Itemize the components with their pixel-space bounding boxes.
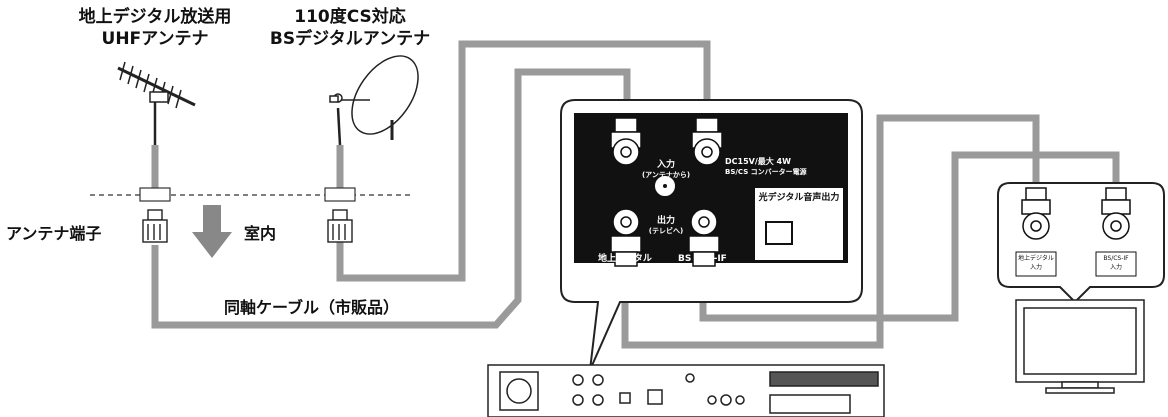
panel-bs-label: BS・CS-IF xyxy=(678,254,727,264)
uhf-antenna-title: 地上デジタル放送用 UHFアンテナ xyxy=(55,6,255,50)
panel-input-terrestrial-connector xyxy=(610,117,642,166)
terrestrial-terminal-connector xyxy=(142,209,168,243)
uhf-antenna-title-line2: UHFアンテナ xyxy=(101,29,209,49)
tv-bs-label-box xyxy=(1095,251,1137,277)
coax-cable-label: 同軸ケーブル（市販品） xyxy=(224,298,400,317)
uhf-antenna-icon xyxy=(117,61,196,145)
bs-wall-box xyxy=(324,187,356,202)
antenna-terminal-label: アンテナ端子 xyxy=(6,224,102,243)
tv-bs-input-line2: 入力 xyxy=(1109,264,1122,271)
panel-output-terrestrial-connector xyxy=(610,208,642,267)
tv-terrestrial-input-line2: 入力 xyxy=(1029,264,1042,271)
bs-antenna-title-line2: BSデジタルアンテナ xyxy=(269,29,431,49)
bs-antenna-title-line1: 110度CS対応 xyxy=(294,7,406,27)
panel-output-title: 出力 xyxy=(656,216,675,226)
panel-input-label: 入力 (アンテナから) xyxy=(636,160,696,180)
panel-output-subtitle: (テレビへ) xyxy=(648,227,684,235)
cable-terrestrial-terminal-to-input xyxy=(151,68,631,329)
tv-terrestrial-connector xyxy=(1021,187,1051,240)
recorder-icon xyxy=(487,364,885,417)
panel-output-label: 出力 (テレビへ) xyxy=(636,216,696,236)
bs-antenna-title: 110度CS対応 BSデジタルアンテナ xyxy=(250,6,450,50)
bs-wall-connector xyxy=(327,209,353,243)
tv-bs-connector xyxy=(1101,187,1131,240)
bs-dish-icon xyxy=(329,55,419,146)
indoor-arrow-icon xyxy=(192,205,232,258)
cable-bs-output-to-tv xyxy=(699,151,1120,322)
panel-power-label: DC15V/最大 4W BS/CS コンバーター電源 xyxy=(725,157,807,177)
cable-bs-antenna-to-input xyxy=(336,40,711,282)
tv-terrestrial-input-line1: 地上デジタル xyxy=(1018,255,1054,262)
cable-terrestrial-output-to-tv xyxy=(621,114,1040,349)
panel-terrestrial-label: 地上デジタル xyxy=(598,254,652,264)
panel-input-bs-connector xyxy=(691,117,723,166)
uhf-wall-box xyxy=(139,187,171,202)
uhf-antenna-title-line1: 地上デジタル放送用 xyxy=(78,7,232,27)
coax-cables xyxy=(151,40,1120,349)
tv-icon xyxy=(1015,299,1145,394)
panel-output-bs-connector xyxy=(688,208,720,267)
tv-bs-input-label: BS/CS-IF 入力 xyxy=(1096,254,1136,272)
tv-terrestrial-label-box xyxy=(1015,251,1057,277)
panel-input-subtitle: (アンテナから) xyxy=(641,171,691,179)
panel-optical-label: 光デジタル音声出力 xyxy=(758,193,840,203)
tv-bs-input-line1: BS/CS-IF xyxy=(1103,255,1129,262)
panel-power-line2: BS/CS コンバーター電源 xyxy=(725,168,807,176)
panel-power-line1: DC15V/最大 4W xyxy=(725,157,791,166)
panel-input-title: 入力 xyxy=(656,160,675,170)
optical-port-icon xyxy=(765,221,793,245)
indoor-label: 室内 xyxy=(244,224,277,243)
tv-terrestrial-input-label: 地上デジタル 入力 xyxy=(1016,254,1056,272)
